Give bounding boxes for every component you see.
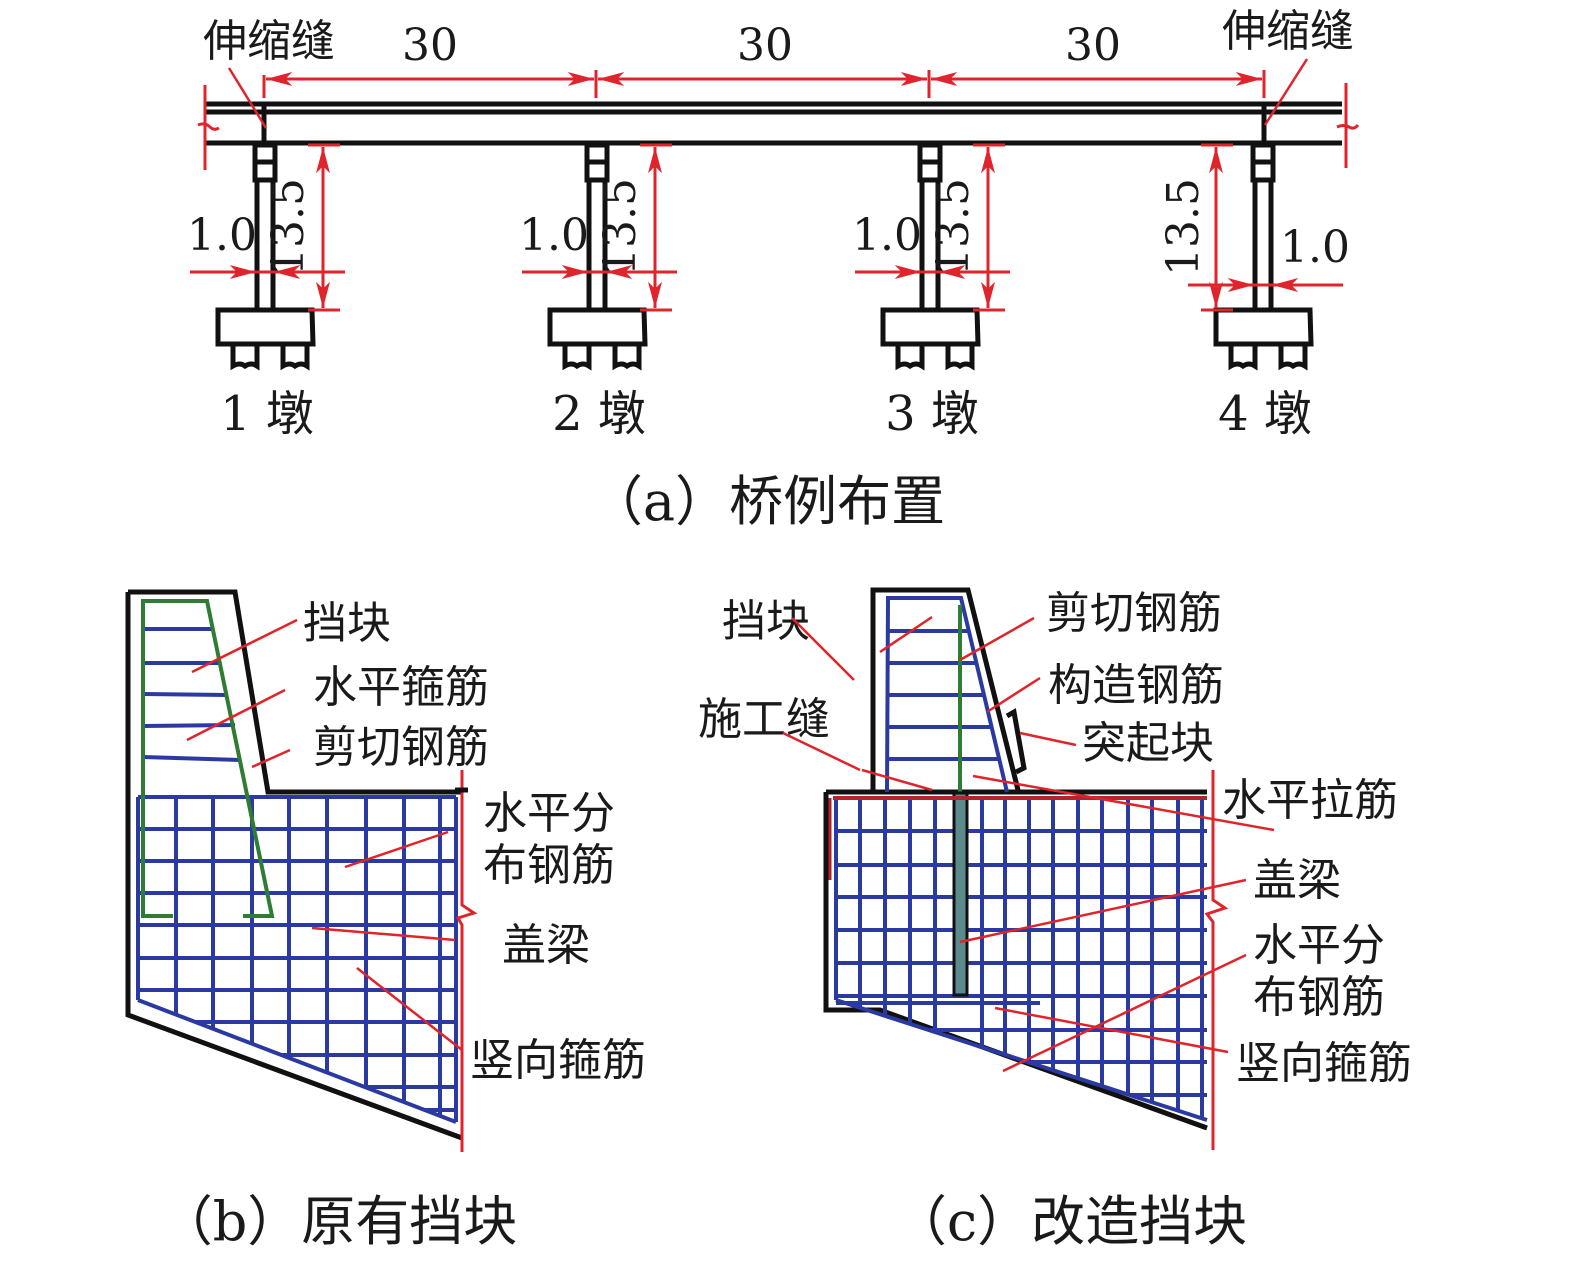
cap-beam-rebar-grid-b xyxy=(136,795,458,1124)
label-horiz-dist-rebar-b-2: 布钢筋 xyxy=(483,840,615,891)
label-horizontal-stirrup-b: 水平箍筋 xyxy=(313,662,489,713)
rebar-line xyxy=(835,998,1208,1122)
span-dimensions: 30 30 30 xyxy=(262,20,1266,98)
pier-height-label: 13.5 xyxy=(1158,178,1209,276)
label-shear-rebar-b: 剪切钢筋 xyxy=(313,722,489,773)
pile xyxy=(1278,344,1308,371)
construction-rebar-c xyxy=(885,596,1009,793)
pile xyxy=(1228,344,1258,371)
label-construction-rebar-c: 构造钢筋 xyxy=(1048,660,1224,711)
pier-label: 1 墩 xyxy=(220,386,314,442)
anchored-rebar-c xyxy=(952,791,969,997)
caption-c: （c）改造挡块 xyxy=(893,1190,1247,1253)
label-block-b: 挡块 xyxy=(303,598,391,649)
caption-b: （b）原有挡块 xyxy=(159,1190,518,1253)
cap-beam-break-line-c xyxy=(1204,770,1229,1150)
span-2-label: 30 xyxy=(737,20,793,71)
pier-width-label: 1.0 xyxy=(187,210,257,261)
caption-a: （a）桥例布置 xyxy=(589,470,945,533)
pier-width-label: 1.0 xyxy=(1280,222,1350,273)
label-construction-joint-c: 施工缝 xyxy=(698,694,830,745)
pier-label: 4 墩 xyxy=(1218,386,1312,442)
expansion-joint-label-right: 伸缩缝 xyxy=(1222,6,1354,57)
pier-4: 1.0 13.5 4 墩 xyxy=(1158,142,1350,442)
expansion-joint-leader-left xyxy=(227,67,268,129)
pier-height-label: 13.5 xyxy=(595,178,646,276)
pile xyxy=(945,344,975,371)
panel-c-retrofitted-block: 挡块 剪切钢筋 构造钢筋 施工缝 突起块 水平拉筋 盖梁 水平分 布钢筋 竖向箍… xyxy=(698,587,1412,1253)
rebar-line xyxy=(137,998,457,1124)
raised-block xyxy=(1005,708,1027,775)
label-vertical-stirrup-c: 竖向箍筋 xyxy=(1236,1038,1412,1089)
expansion-joint-leader-right xyxy=(1263,58,1309,126)
pile xyxy=(612,344,642,371)
shear-rebar-b xyxy=(141,599,275,918)
pile xyxy=(280,344,310,371)
pile-cap xyxy=(880,307,981,347)
label-cap-beam-c: 盖梁 xyxy=(1253,855,1341,906)
bridge-deck xyxy=(197,83,1360,170)
pier-width-label: 1.0 xyxy=(852,210,922,261)
panel-b-original-block: 挡块 水平箍筋 剪切钢筋 水平分 布钢筋 盖梁 竖向箍筋 （b）原有挡块 xyxy=(125,589,646,1253)
cap-beam-rebar-grid-c xyxy=(834,798,1208,1122)
label-raised-block-c: 突起块 xyxy=(1082,718,1214,769)
label-horiz-dist-rebar-c-1: 水平分 xyxy=(1253,920,1385,971)
original-block-outline xyxy=(125,589,463,1141)
cap-beam-break-line-b xyxy=(455,770,478,1152)
label-cap-beam-b: 盖梁 xyxy=(502,920,590,971)
pier-label: 3 墩 xyxy=(885,386,979,442)
pile xyxy=(230,344,260,371)
pile xyxy=(562,344,592,371)
label-vertical-stirrup-b: 竖向箍筋 xyxy=(470,1035,646,1086)
pier-label: 2 墩 xyxy=(552,386,646,442)
pile-cap xyxy=(547,307,648,347)
pile xyxy=(895,344,925,371)
span-3-label: 30 xyxy=(1065,20,1121,71)
label-horiz-dist-rebar-c-2: 布钢筋 xyxy=(1253,972,1385,1023)
label-shear-rebar-c: 剪切钢筋 xyxy=(1046,588,1222,639)
pile-cap xyxy=(215,307,316,347)
pier-width-label: 1.0 xyxy=(519,210,589,261)
label-horiz-dist-rebar-b-1: 水平分 xyxy=(483,788,615,839)
label-horizontal-tie-c: 水平拉筋 xyxy=(1222,775,1398,826)
span-1-label: 30 xyxy=(402,20,458,71)
pier-height-label: 13.5 xyxy=(263,178,314,276)
pier-height-label: 13.5 xyxy=(928,178,979,276)
expansion-joint-label-left: 伸缩缝 xyxy=(203,16,335,67)
pile-cap xyxy=(1213,307,1314,347)
